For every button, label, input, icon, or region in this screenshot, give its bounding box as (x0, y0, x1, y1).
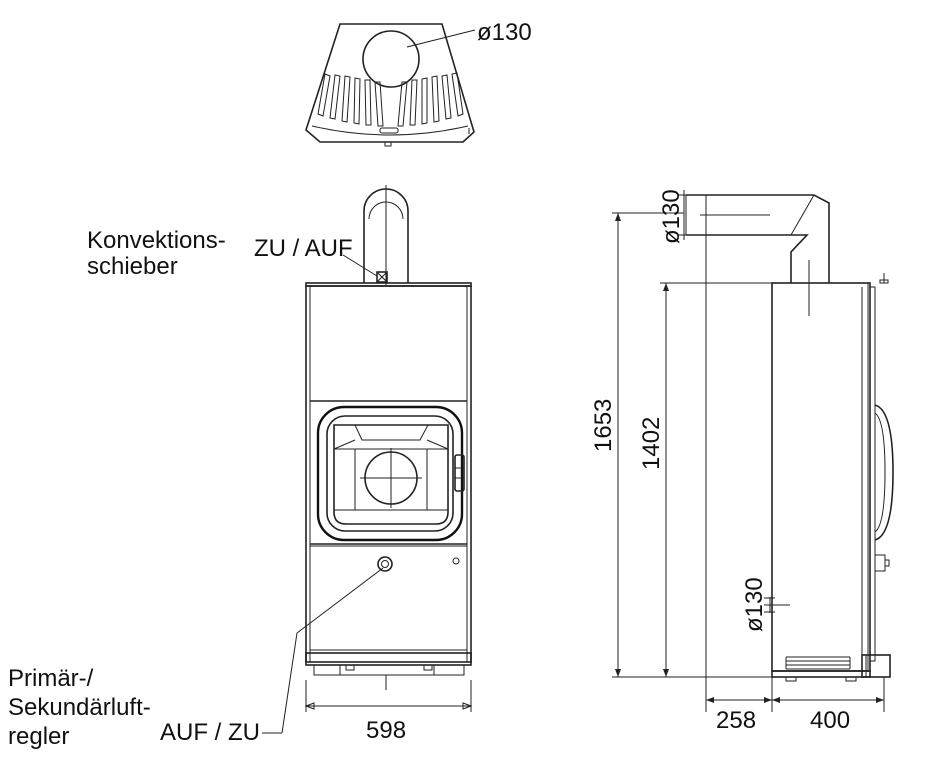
firebox-door (316, 405, 464, 542)
top-flue-circle (362, 30, 420, 88)
convection-state-label: ZU / AUF (254, 235, 353, 262)
depth-dimension-label: 400 (810, 707, 850, 734)
top-view-outline (305, 23, 475, 143)
side-vents (785, 656, 851, 670)
front-view (262, 185, 473, 734)
convection-slider-knob (376, 271, 388, 283)
body-height-label: 1402 (638, 417, 665, 470)
front-body (305, 285, 472, 663)
rear-flue-diameter-label: ø130 (741, 577, 768, 632)
top-diameter-leader (406, 29, 476, 48)
air-regulator-label-2: Sekundärluft- (8, 694, 151, 721)
side-body (771, 282, 871, 672)
convection-slider-label-2: schieber (87, 253, 178, 280)
door-handle (454, 454, 465, 492)
top-diameter-label: ø130 (477, 19, 532, 46)
width-dimension-label: 598 (366, 717, 406, 744)
side-door-bulge (874, 404, 894, 541)
side-dimensions (612, 195, 885, 712)
air-regulator-state-label: AUF / ZU (160, 719, 260, 746)
convection-slider-label-1: Konvektions- (87, 227, 226, 254)
side-view (678, 190, 894, 682)
offset-dimension-label: 258 (716, 707, 756, 734)
air-control-knob (377, 556, 393, 572)
total-height-label: 1653 (590, 399, 617, 452)
side-flue-elbow (686, 194, 830, 283)
air-regulator-label-1: Primär-/ (8, 665, 94, 692)
top-view-slots (317, 72, 464, 127)
top-view: ø130 (305, 19, 532, 147)
side-flue-diameter-label: ø130 (658, 189, 685, 244)
air-regulator-label-3: regler (8, 723, 69, 750)
